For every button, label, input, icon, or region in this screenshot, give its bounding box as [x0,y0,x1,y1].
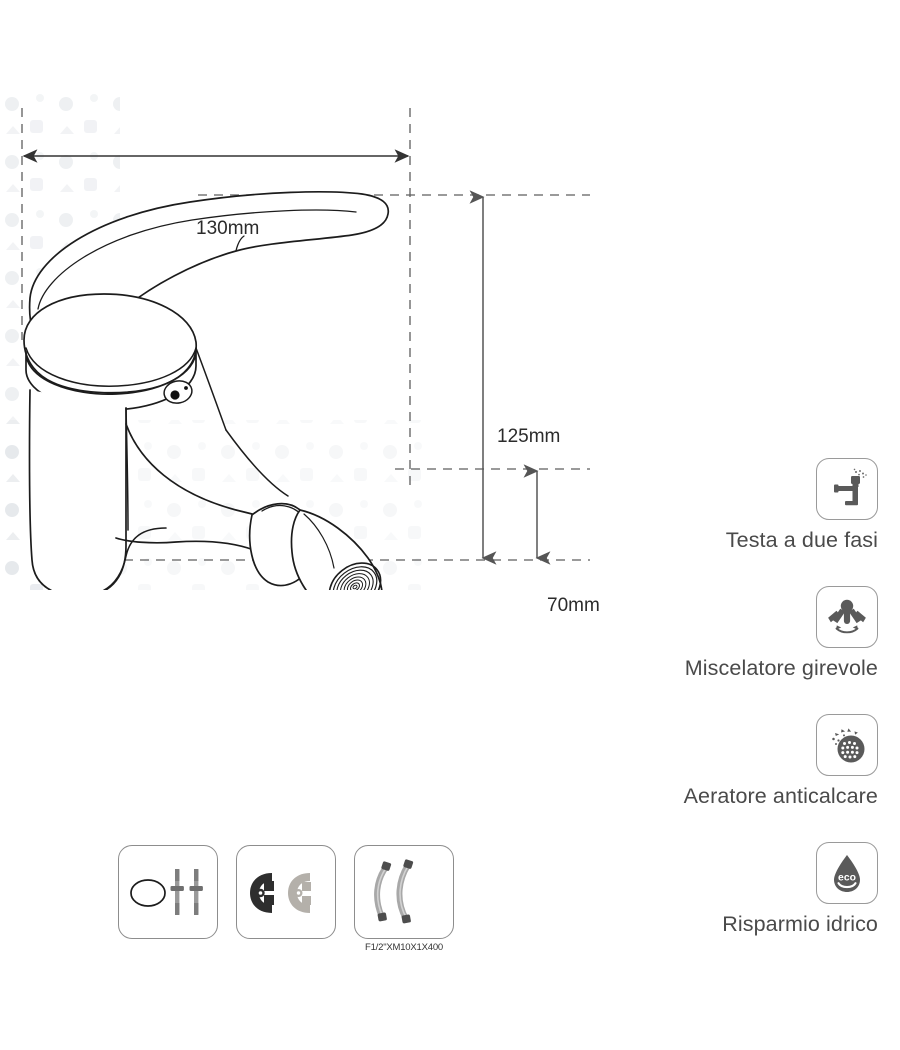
eco-icon-text: eco [838,872,856,883]
spout-arm-bottom [115,537,255,551]
eco-water-drop-icon: eco [816,842,878,904]
feature-item-water-saving: eco Risparmio idrico [600,834,890,962]
accessory-gasket-and-studs [118,845,218,953]
grub-screw-hole [170,390,180,400]
base-flare [102,527,167,590]
feature-label: Miscelatore girevole [684,656,878,680]
threaded-stud-2 [189,869,203,915]
faucet-body-outline [23,191,390,590]
feature-item-anti-limescale-aerator: Aeratore anticalcare [600,706,890,834]
threaded-stud-1 [170,869,184,915]
hose-fittings [377,859,414,924]
technical-drawing: 130mm 125mm 70mm [0,90,620,616]
dimension-projection-label: 70mm [547,595,600,616]
feature-label: Aeratore anticalcare [683,784,878,808]
accessories-row: F1/2"XM10X1X400 [118,845,454,953]
accessory-c-bracket-washers [236,845,336,953]
grub-screw-mark [184,386,188,390]
swivel-mixer-icon [816,586,878,648]
c-bracket-dark [250,873,274,913]
feature-label: Testa a due fasi [725,528,878,552]
accessory-box [236,845,336,939]
feature-item-swivel-mixer: Miscelatore girevole [600,578,890,706]
feature-label: Risparmio idrico [722,912,878,936]
dimension-height-label: 125mm [497,426,561,447]
feature-item-two-phase-head: Testa a due fasi [600,450,890,578]
body-column [28,389,127,590]
anti-limescale-aerator-icon [816,714,878,776]
feature-list: Testa a due fasi [600,450,890,962]
faucet-line-drawing [0,90,590,590]
c-bracket-light [288,873,311,913]
dimension-width-label: 130mm [196,218,260,239]
accessory-box [118,845,218,939]
accessory-caption: F1/2"XM10X1X400 [364,942,443,953]
faucet-spray-icon [816,458,878,520]
o-ring-gasket [130,879,166,907]
aerator-face [328,562,382,590]
cartridge-cap [23,293,197,394]
accessory-box [354,845,454,939]
accessory-flexible-hoses: F1/2"XM10X1X400 [354,845,454,953]
